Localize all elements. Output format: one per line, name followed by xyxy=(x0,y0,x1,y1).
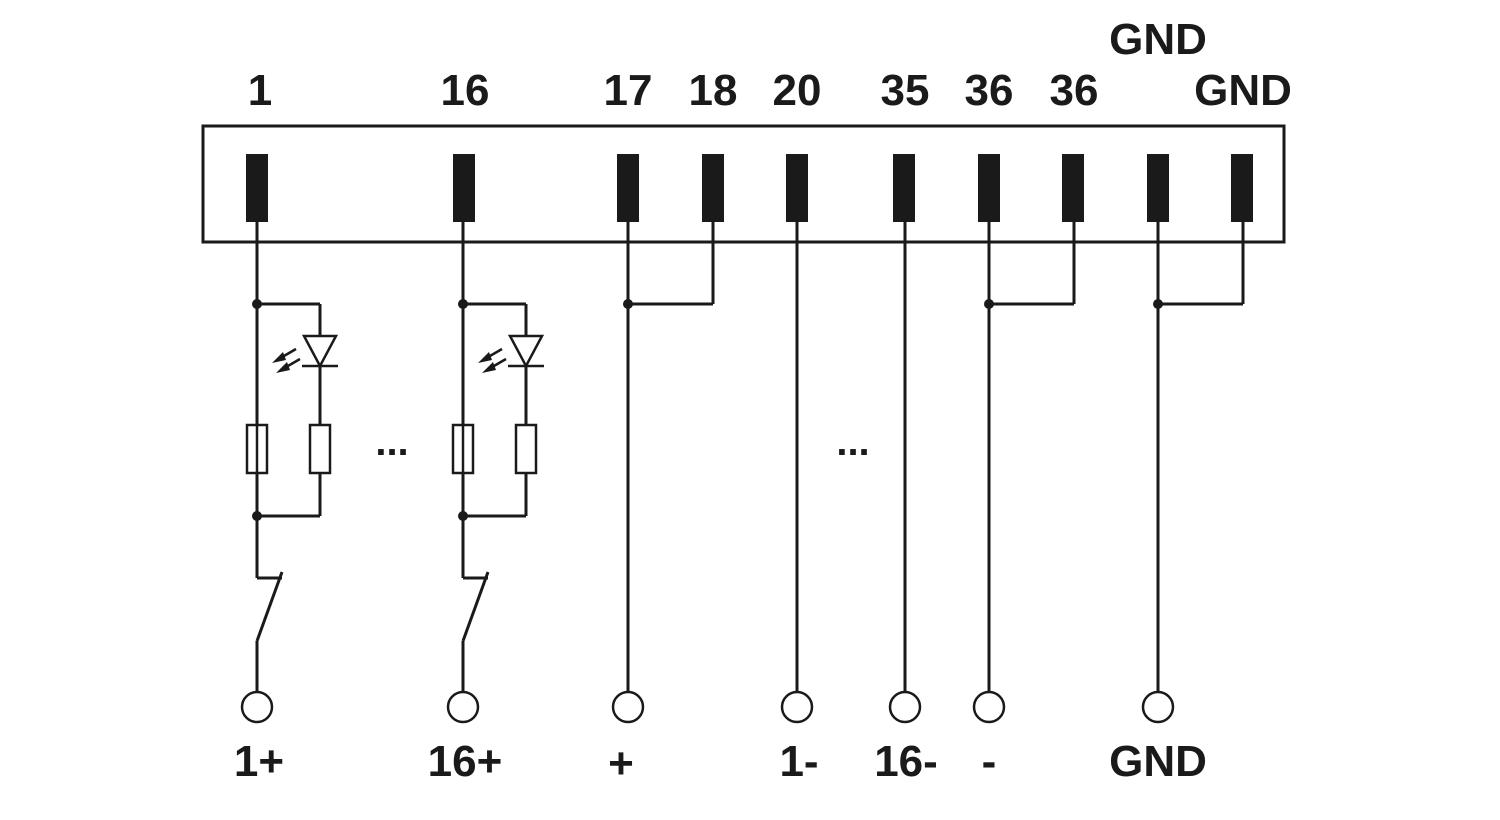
channel-16-minus-wiring xyxy=(888,222,922,724)
ellipsis-returns: ... xyxy=(836,420,869,464)
channel-16-circuit xyxy=(446,222,545,724)
terminal-circle xyxy=(611,690,645,724)
terminal-circle xyxy=(780,690,814,724)
switch-icon xyxy=(255,571,284,692)
connector-pin xyxy=(786,154,808,222)
pin-label-1: 1 xyxy=(248,66,272,115)
terminal-label-gnd: GND xyxy=(1109,737,1207,786)
junction-dot xyxy=(458,299,468,309)
terminal-label-16-plus: 16+ xyxy=(428,737,503,786)
connector-pin xyxy=(978,154,1000,222)
minus-supply-wiring xyxy=(972,222,1076,724)
led-diode-icon xyxy=(301,334,339,369)
connector-pin xyxy=(453,154,475,222)
pin-label-gnd-a: GND xyxy=(1109,15,1207,64)
connector-pin xyxy=(1062,154,1084,222)
connector-pin xyxy=(702,154,724,222)
terminal-label-16-minus: 16- xyxy=(874,737,938,786)
pin-label-36a: 36 xyxy=(965,66,1014,115)
pin-label-16: 16 xyxy=(441,66,490,115)
resistor-icon xyxy=(514,423,538,475)
terminal-circle xyxy=(888,690,922,724)
terminal-label-plus: + xyxy=(608,739,634,788)
pin-label-36b: 36 xyxy=(1050,66,1099,115)
resistor-icon xyxy=(308,423,332,475)
connector-pin xyxy=(1147,154,1169,222)
junction-dot xyxy=(252,511,262,521)
pin-label-gnd-b: GND xyxy=(1194,66,1292,115)
pin-label-18: 18 xyxy=(689,66,738,115)
junction-dot xyxy=(252,299,262,309)
junction-dot xyxy=(458,511,468,521)
pin-label-20: 20 xyxy=(773,66,822,115)
connector-pin xyxy=(1231,154,1253,222)
connector-pin xyxy=(893,154,915,222)
terminal-circle xyxy=(1141,690,1175,724)
ellipsis-channels: ... xyxy=(375,420,408,464)
terminal-circle xyxy=(446,690,480,724)
channel-1-circuit xyxy=(240,222,339,724)
channel-1-minus-wiring xyxy=(780,222,814,724)
junction-dot xyxy=(623,299,633,309)
terminal-label-1-plus: 1+ xyxy=(234,737,284,786)
terminal-label-1-minus: 1- xyxy=(779,737,818,786)
light-arrows-icon xyxy=(478,347,507,373)
switch-icon xyxy=(461,571,490,692)
connector-housing xyxy=(201,124,1286,244)
light-arrows-icon xyxy=(272,347,301,373)
connector-pin xyxy=(246,154,268,222)
terminal-circle xyxy=(972,690,1006,724)
terminal-label-minus: - xyxy=(982,737,997,786)
led-diode-icon xyxy=(507,334,545,369)
pin-label-35: 35 xyxy=(881,66,930,115)
terminal-circle xyxy=(240,690,274,724)
connector-pin xyxy=(617,154,639,222)
plus-supply-wiring xyxy=(611,222,715,724)
ground-wiring xyxy=(1141,222,1245,724)
junction-dot xyxy=(984,299,994,309)
junction-dot xyxy=(1153,299,1163,309)
pin-label-17: 17 xyxy=(604,66,653,115)
